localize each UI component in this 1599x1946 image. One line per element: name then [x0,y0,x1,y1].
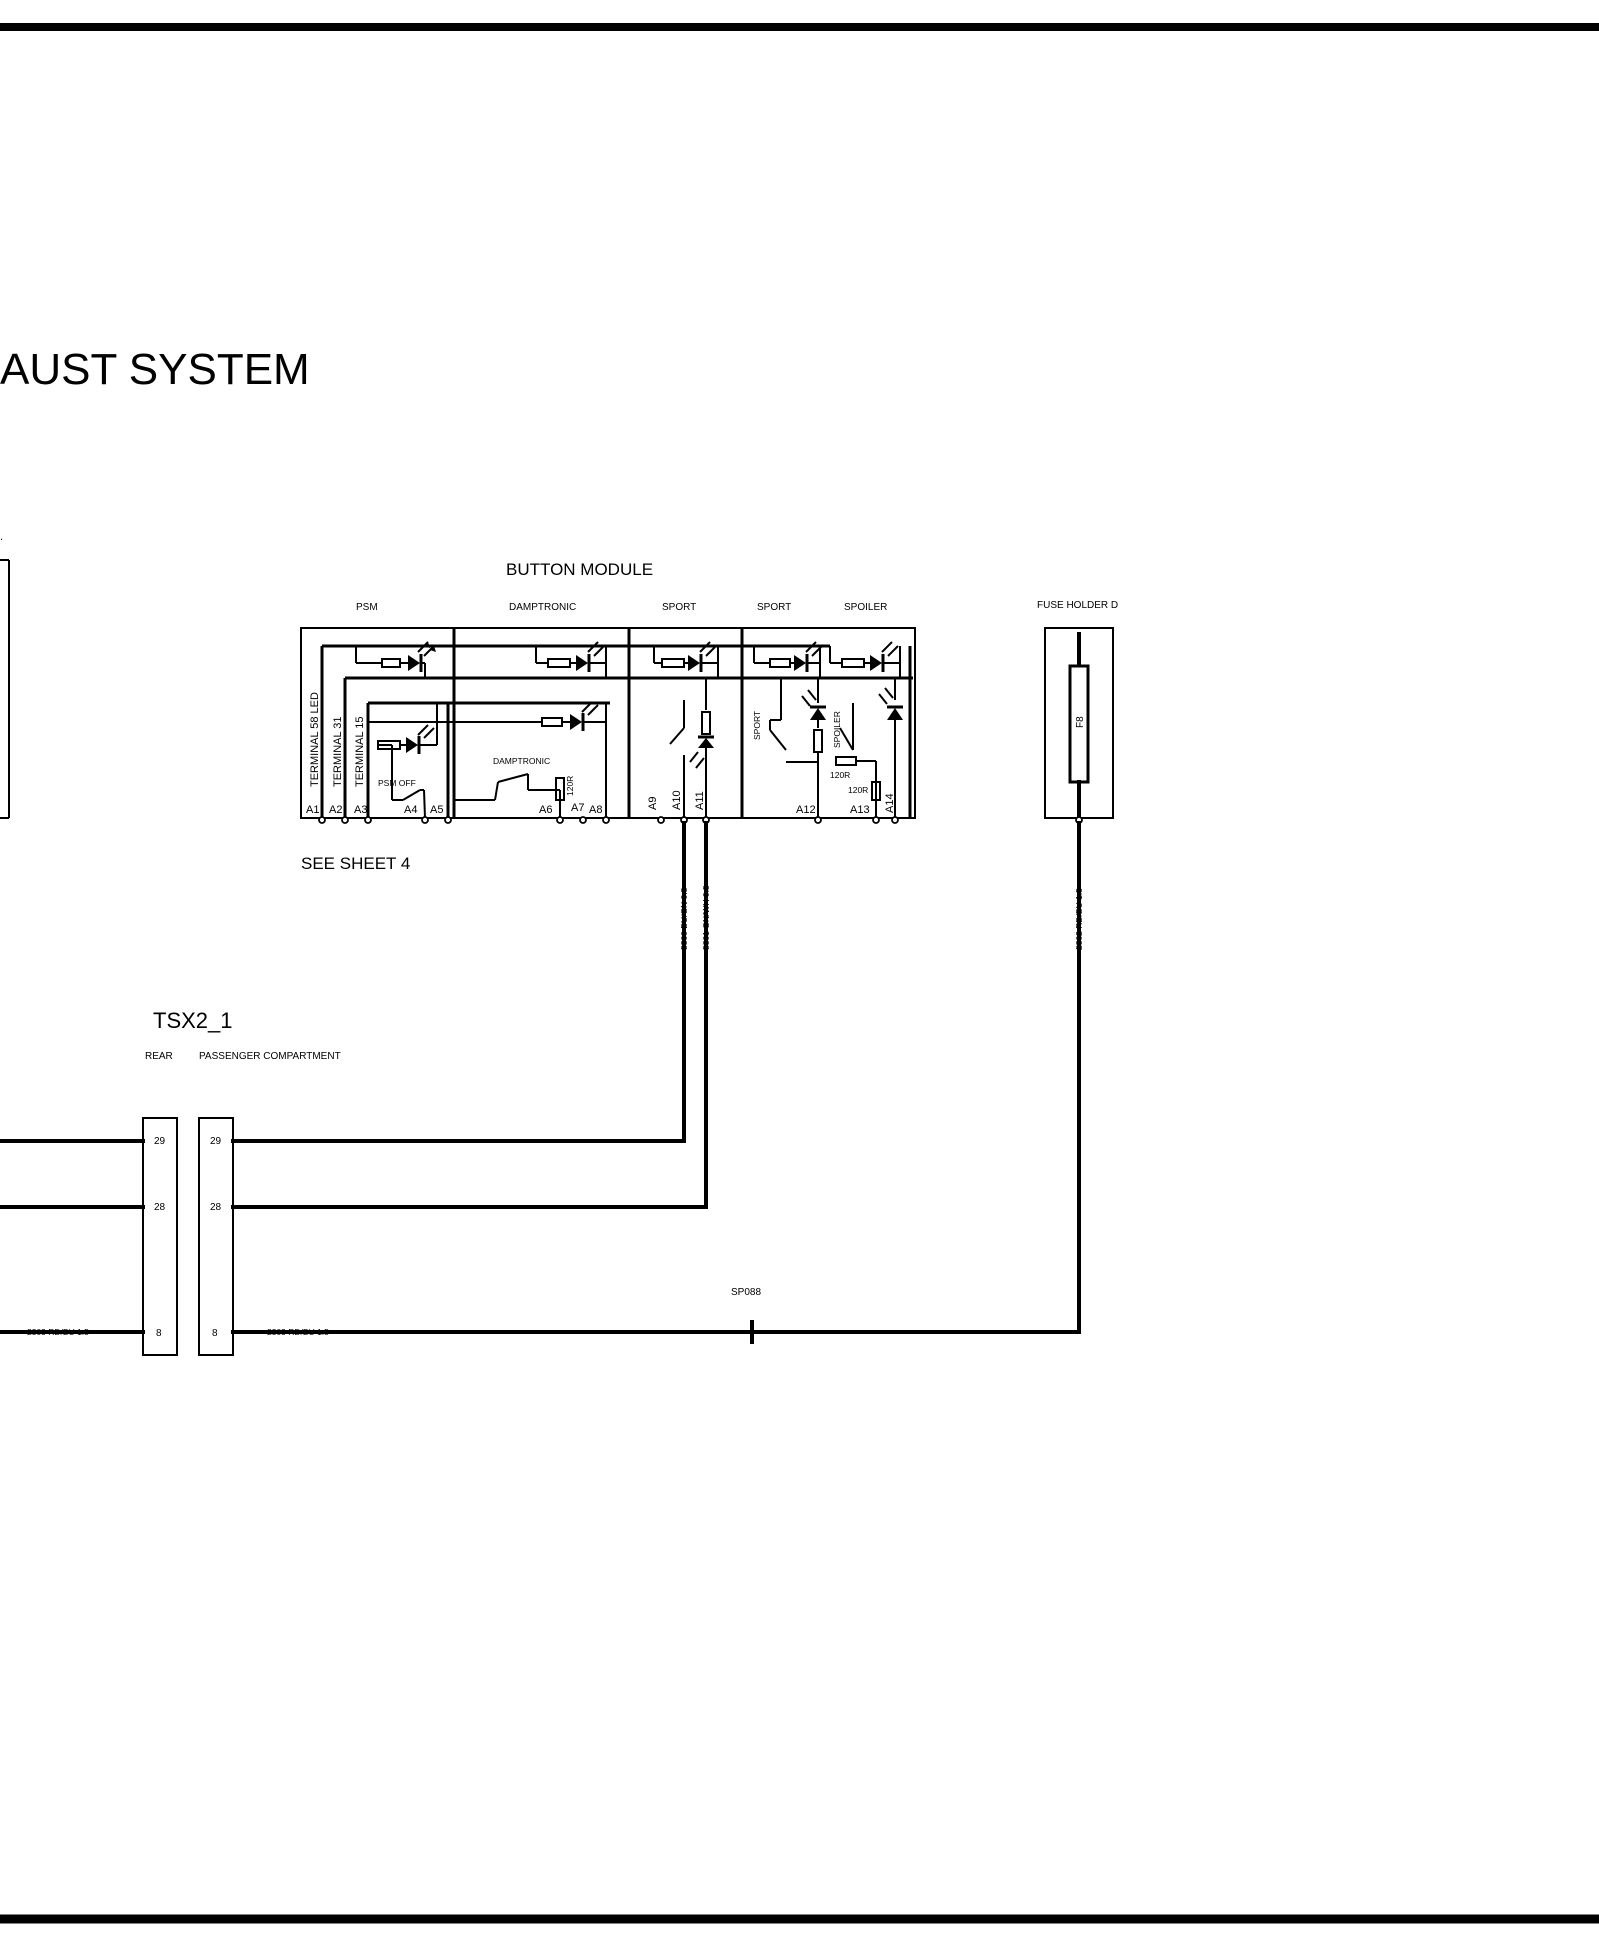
terminal-15-label: TERMINAL 15 [354,716,366,787]
pin-a6: A6 [539,804,552,816]
pin-a9: A9 [647,797,659,810]
see-sheet-note: SEE SHEET 4 [301,854,410,873]
damptronic-label: DAMPTRONIC [493,756,550,766]
splice-label: SP088 [731,1287,761,1298]
connector-left-block [142,1117,178,1356]
pin-a12: A12 [796,804,816,816]
wire-label-a11: 5301 GN/WH 0.5 [701,885,711,950]
pin-a7: A7 [571,802,584,814]
pin-a2: A2 [329,804,342,816]
led-sport [653,641,719,678]
pin-a3: A3 [354,804,367,816]
conn-right-pin-28: 28 [210,1202,222,1213]
wire-label-left-8: 2303 RD/BU 1.5 [27,1327,89,1337]
led-psm [355,641,436,678]
pin-a10: A10 [671,790,683,810]
led-spoiler [829,641,901,678]
sheet-title: AUST SYSTEM [0,345,310,394]
sport-switch [669,678,714,818]
conn-right-pin-8: 8 [212,1328,218,1339]
module-pin-circles [318,816,899,824]
pin-a13: A13 [850,804,870,816]
pin-a8: A8 [589,804,602,816]
fuse-f8-label: F8 [1075,716,1086,728]
spoiler-internal-label: SPOILER [832,711,842,748]
wire-fuse-to-8 [231,821,1081,1334]
led-damptronic [535,641,607,678]
terminal-58-label: TERMINAL 58 LED [309,692,321,787]
connector-side-rear: REAR [145,1051,173,1062]
conn-left-pin-29: 29 [154,1136,166,1147]
resistor-120r-a: 120R [830,770,850,780]
sport-spoiler-switches [769,678,903,818]
pin-a14: A14 [884,793,896,813]
conn-left-pin-8: 8 [156,1328,162,1339]
psm-off-label: PSM OFF [378,778,416,788]
section-damptronic: DAMPTRONIC [509,602,576,613]
resistor-label: 120R [565,776,575,796]
connector-name: TSX2_1 [153,1008,233,1033]
wire-label-right-8: 2303 RD/BU 1.5 [267,1327,329,1337]
conn-left-pin-28: 28 [154,1202,166,1213]
pin-a1: A1 [306,804,319,816]
wire-a10-to-29 [231,821,686,1143]
wire-label-fuse: 2302 RD/BU 1.5 [1074,888,1084,950]
section-sport-2: SPORT [757,602,791,613]
resistor-120r-b: 120R [848,785,868,795]
section-sport-1: SPORT [662,602,696,613]
connector-side-passenger: PASSENGER COMPARTMENT [199,1051,341,1062]
conn-right-pin-29: 29 [210,1136,222,1147]
pin-a5: A5 [430,804,443,816]
button-module-label: BUTTON MODULE [506,560,653,579]
pin-a4: A4 [404,804,417,816]
psm-off-indicator [377,703,438,819]
connector-right-block [198,1117,234,1356]
led-sport-2 [753,641,823,678]
damptronic-indicator [368,701,607,818]
terminal-31-label: TERMINAL 31 [332,716,344,787]
pin-a11: A11 [694,791,706,810]
svg-text:.: . [0,531,3,543]
sport-internal-label: SPORT [752,711,762,740]
fuse-holder-label: FUSE HOLDER D [1037,600,1118,611]
wire-label-a10: 5300 BU/GN 0.5 [679,887,689,950]
section-spoiler: SPOILER [844,602,887,613]
wire-a11-to-28 [231,821,708,1209]
section-psm: PSM [356,602,378,613]
